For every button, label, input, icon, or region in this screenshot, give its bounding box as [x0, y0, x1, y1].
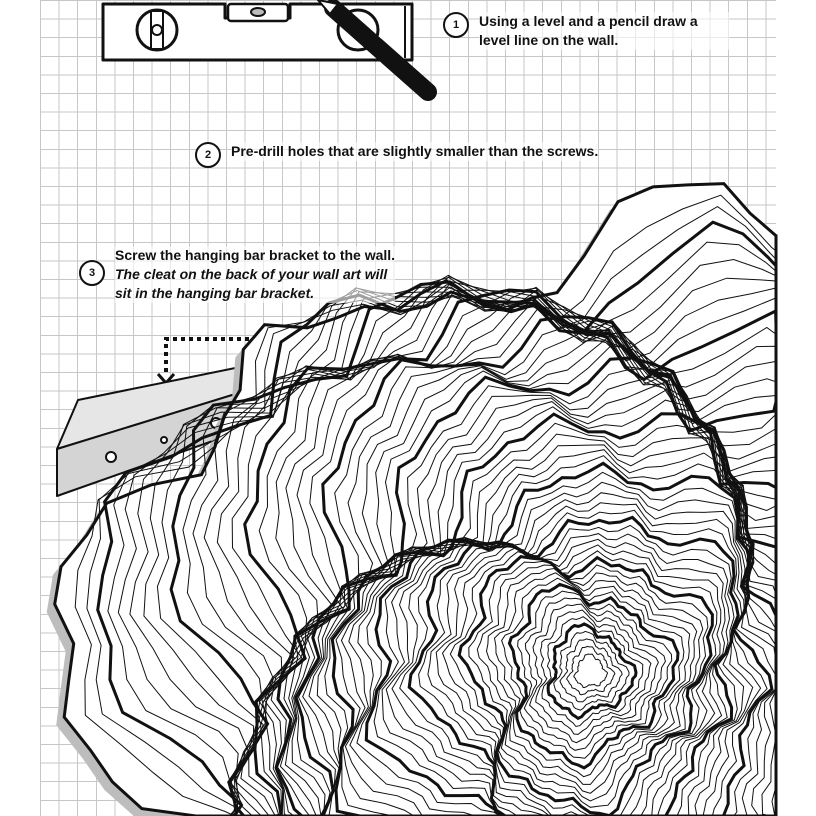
- step-number: 1: [443, 12, 469, 38]
- step-number: 2: [195, 142, 221, 168]
- step-text: Using a level and a pencil draw a level …: [479, 12, 729, 50]
- contour-line: [294, 356, 778, 816]
- contour-line: [507, 582, 680, 770]
- contour-line: [356, 455, 777, 816]
- contour-line: [381, 481, 762, 816]
- contour-line: [335, 422, 777, 816]
- contour-line: [274, 315, 778, 816]
- contour-line: [523, 597, 666, 751]
- contour-line: [553, 630, 630, 711]
- contour-line: [535, 609, 652, 735]
- step-number: 3: [79, 260, 105, 286]
- step-text: Pre-drill holes that are slightly smalle…: [231, 142, 599, 161]
- contour-line: [391, 502, 745, 816]
- step-note: The cleat on the back of your wall art w…: [115, 265, 395, 303]
- contour-line: [330, 412, 778, 816]
- contour-line: [276, 320, 777, 816]
- contour-line: [501, 577, 685, 778]
- contour-line: [468, 560, 709, 808]
- contour-line: [364, 461, 774, 816]
- contour-line: [216, 281, 777, 816]
- contour-line: [559, 638, 623, 703]
- step-text: Screw the hanging bar bracket to the wal…: [115, 246, 396, 265]
- contour-line: [517, 590, 673, 759]
- contour-line: [203, 275, 777, 816]
- contour-line: [231, 289, 777, 816]
- contour-line: [529, 603, 659, 744]
- contour-line: [441, 544, 722, 816]
- contour-line: [407, 515, 740, 816]
- contour-line: [485, 567, 698, 794]
- contour-line: [243, 288, 778, 816]
- contour-line: [427, 533, 731, 816]
- contour-line: [297, 368, 777, 816]
- pencil-icon: [316, 0, 437, 101]
- contour-line: [182, 276, 777, 816]
- contour-line: [435, 538, 726, 816]
- contour-line: [566, 645, 616, 696]
- contour-line: [546, 622, 638, 721]
- contour-line: [418, 524, 735, 816]
- contour-line: [399, 509, 743, 816]
- contour-line: [344, 443, 777, 816]
- step-2: 2 Pre-drill holes that are slightly smal…: [195, 142, 599, 168]
- contour-line: [349, 449, 777, 816]
- contour-line: [373, 471, 768, 816]
- step-3: 3 Screw the hanging bar bracket to the w…: [79, 246, 396, 303]
- dotted-arrow-icon: [164, 337, 425, 372]
- contour-line: [573, 653, 609, 689]
- contour-line: [457, 555, 714, 816]
- contour-line: [385, 492, 754, 816]
- contour-line: [449, 550, 718, 816]
- contour-line: [192, 274, 777, 816]
- topographic-wall-art: [46, 182, 778, 816]
- contour-line: [541, 616, 644, 728]
- step-1: 1 Using a level and a pencil draw a leve…: [443, 12, 729, 50]
- contour-line: [493, 572, 691, 785]
- contour-line: [476, 564, 704, 802]
- contour-line: [340, 433, 777, 816]
